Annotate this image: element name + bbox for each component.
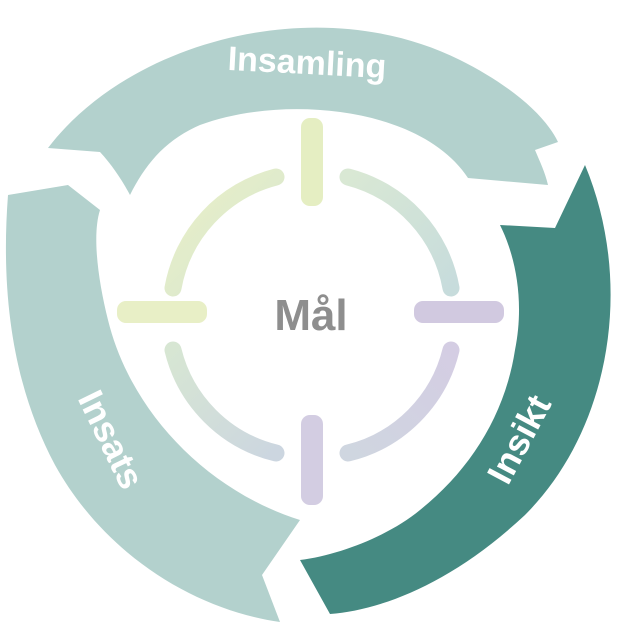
segment-label-insamling: Insamling <box>227 40 387 86</box>
target-tick-top <box>301 118 323 206</box>
target-arc-top-left <box>164 168 285 297</box>
target-tick-right <box>414 301 504 323</box>
target-arc-top-right <box>339 168 460 297</box>
center-label: Mål <box>274 291 347 340</box>
target-tick-left <box>117 301 207 323</box>
target-arc-bottom-right <box>339 341 460 462</box>
segment-insikt <box>300 165 611 614</box>
segment-insats <box>5 185 300 622</box>
target-tick-bottom <box>301 415 323 505</box>
target-arc-bottom-left <box>164 341 285 462</box>
segment-insamling <box>48 27 558 195</box>
